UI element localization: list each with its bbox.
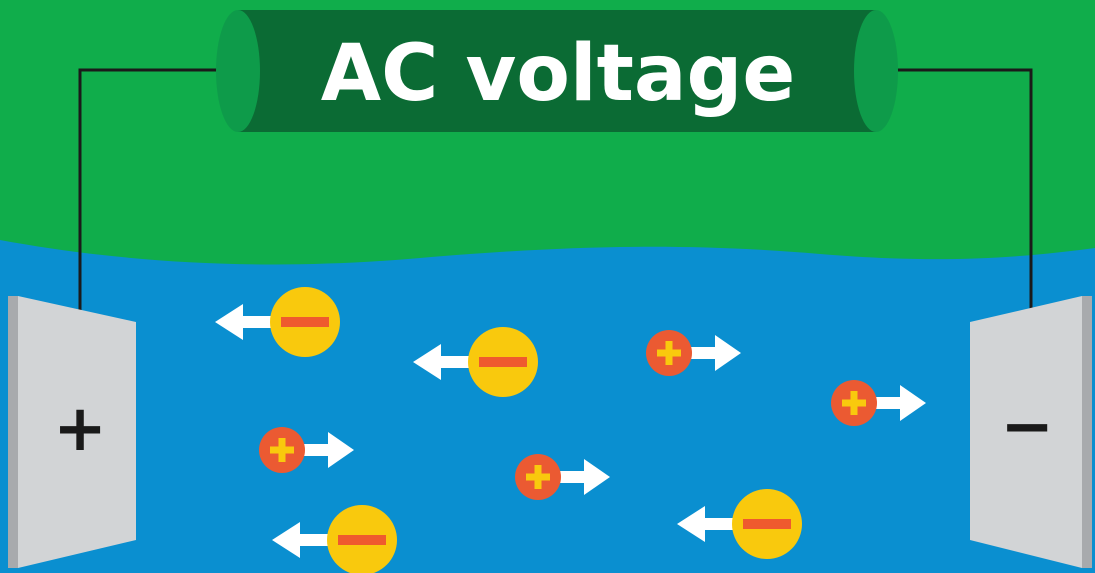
plus-sign-icon-vertical xyxy=(665,341,673,365)
left-electrode: + xyxy=(8,296,136,568)
minus-sign-icon xyxy=(479,357,527,367)
minus-sign-icon xyxy=(338,535,386,545)
ion-arrow-head xyxy=(272,522,300,558)
ion-arrow-shaft xyxy=(301,444,332,456)
ion-arrow-head xyxy=(584,459,610,495)
right-electrode-edge xyxy=(1082,296,1092,568)
ion-arrow-head xyxy=(413,344,441,380)
left-electrode-face xyxy=(18,296,136,568)
negative-ion xyxy=(215,287,340,357)
positive-ion xyxy=(646,330,741,376)
liquid-body xyxy=(0,240,1095,573)
ion-arrow-shaft xyxy=(237,316,276,328)
positive-ion xyxy=(831,380,926,426)
negative-ion xyxy=(272,505,397,573)
ion-arrow-shaft xyxy=(699,518,738,530)
negative-ion xyxy=(413,327,538,397)
tube-left-end xyxy=(216,10,260,132)
left-electrode-sign: + xyxy=(53,392,107,466)
wires xyxy=(78,68,1033,310)
left-wire xyxy=(78,68,236,310)
ions-layer xyxy=(215,287,926,573)
plus-sign-icon-vertical xyxy=(278,438,286,462)
plus-sign-icon-vertical xyxy=(850,391,858,415)
right-wire xyxy=(876,68,1033,310)
negative-ion xyxy=(677,489,802,559)
ion-arrow-head xyxy=(215,304,243,340)
positive-ion xyxy=(259,427,354,473)
minus-sign-icon xyxy=(743,519,791,529)
positive-ion xyxy=(515,454,610,500)
ion-arrow-shaft xyxy=(688,347,719,359)
ion-arrow-head xyxy=(677,506,705,542)
diagram-title: AC voltage xyxy=(321,29,796,119)
left-electrode-edge xyxy=(8,296,18,568)
voltage-source-tube: AC voltage xyxy=(216,10,898,132)
right-electrode-sign: − xyxy=(1000,390,1054,464)
plus-sign-icon-vertical xyxy=(534,465,542,489)
ion-arrow-shaft xyxy=(435,356,474,368)
ion-arrow-shaft xyxy=(557,471,588,483)
right-electrode: − xyxy=(970,296,1092,568)
ion-arrow-shaft xyxy=(294,534,333,546)
ion-arrow-head xyxy=(328,432,354,468)
tube-body xyxy=(238,10,876,132)
ion-arrow-head xyxy=(715,335,741,371)
ion-arrow-head xyxy=(900,385,926,421)
ion-arrow-shaft xyxy=(873,397,904,409)
tube-right-end xyxy=(854,10,898,132)
minus-sign-icon xyxy=(281,317,329,327)
right-electrode-face xyxy=(970,296,1082,568)
